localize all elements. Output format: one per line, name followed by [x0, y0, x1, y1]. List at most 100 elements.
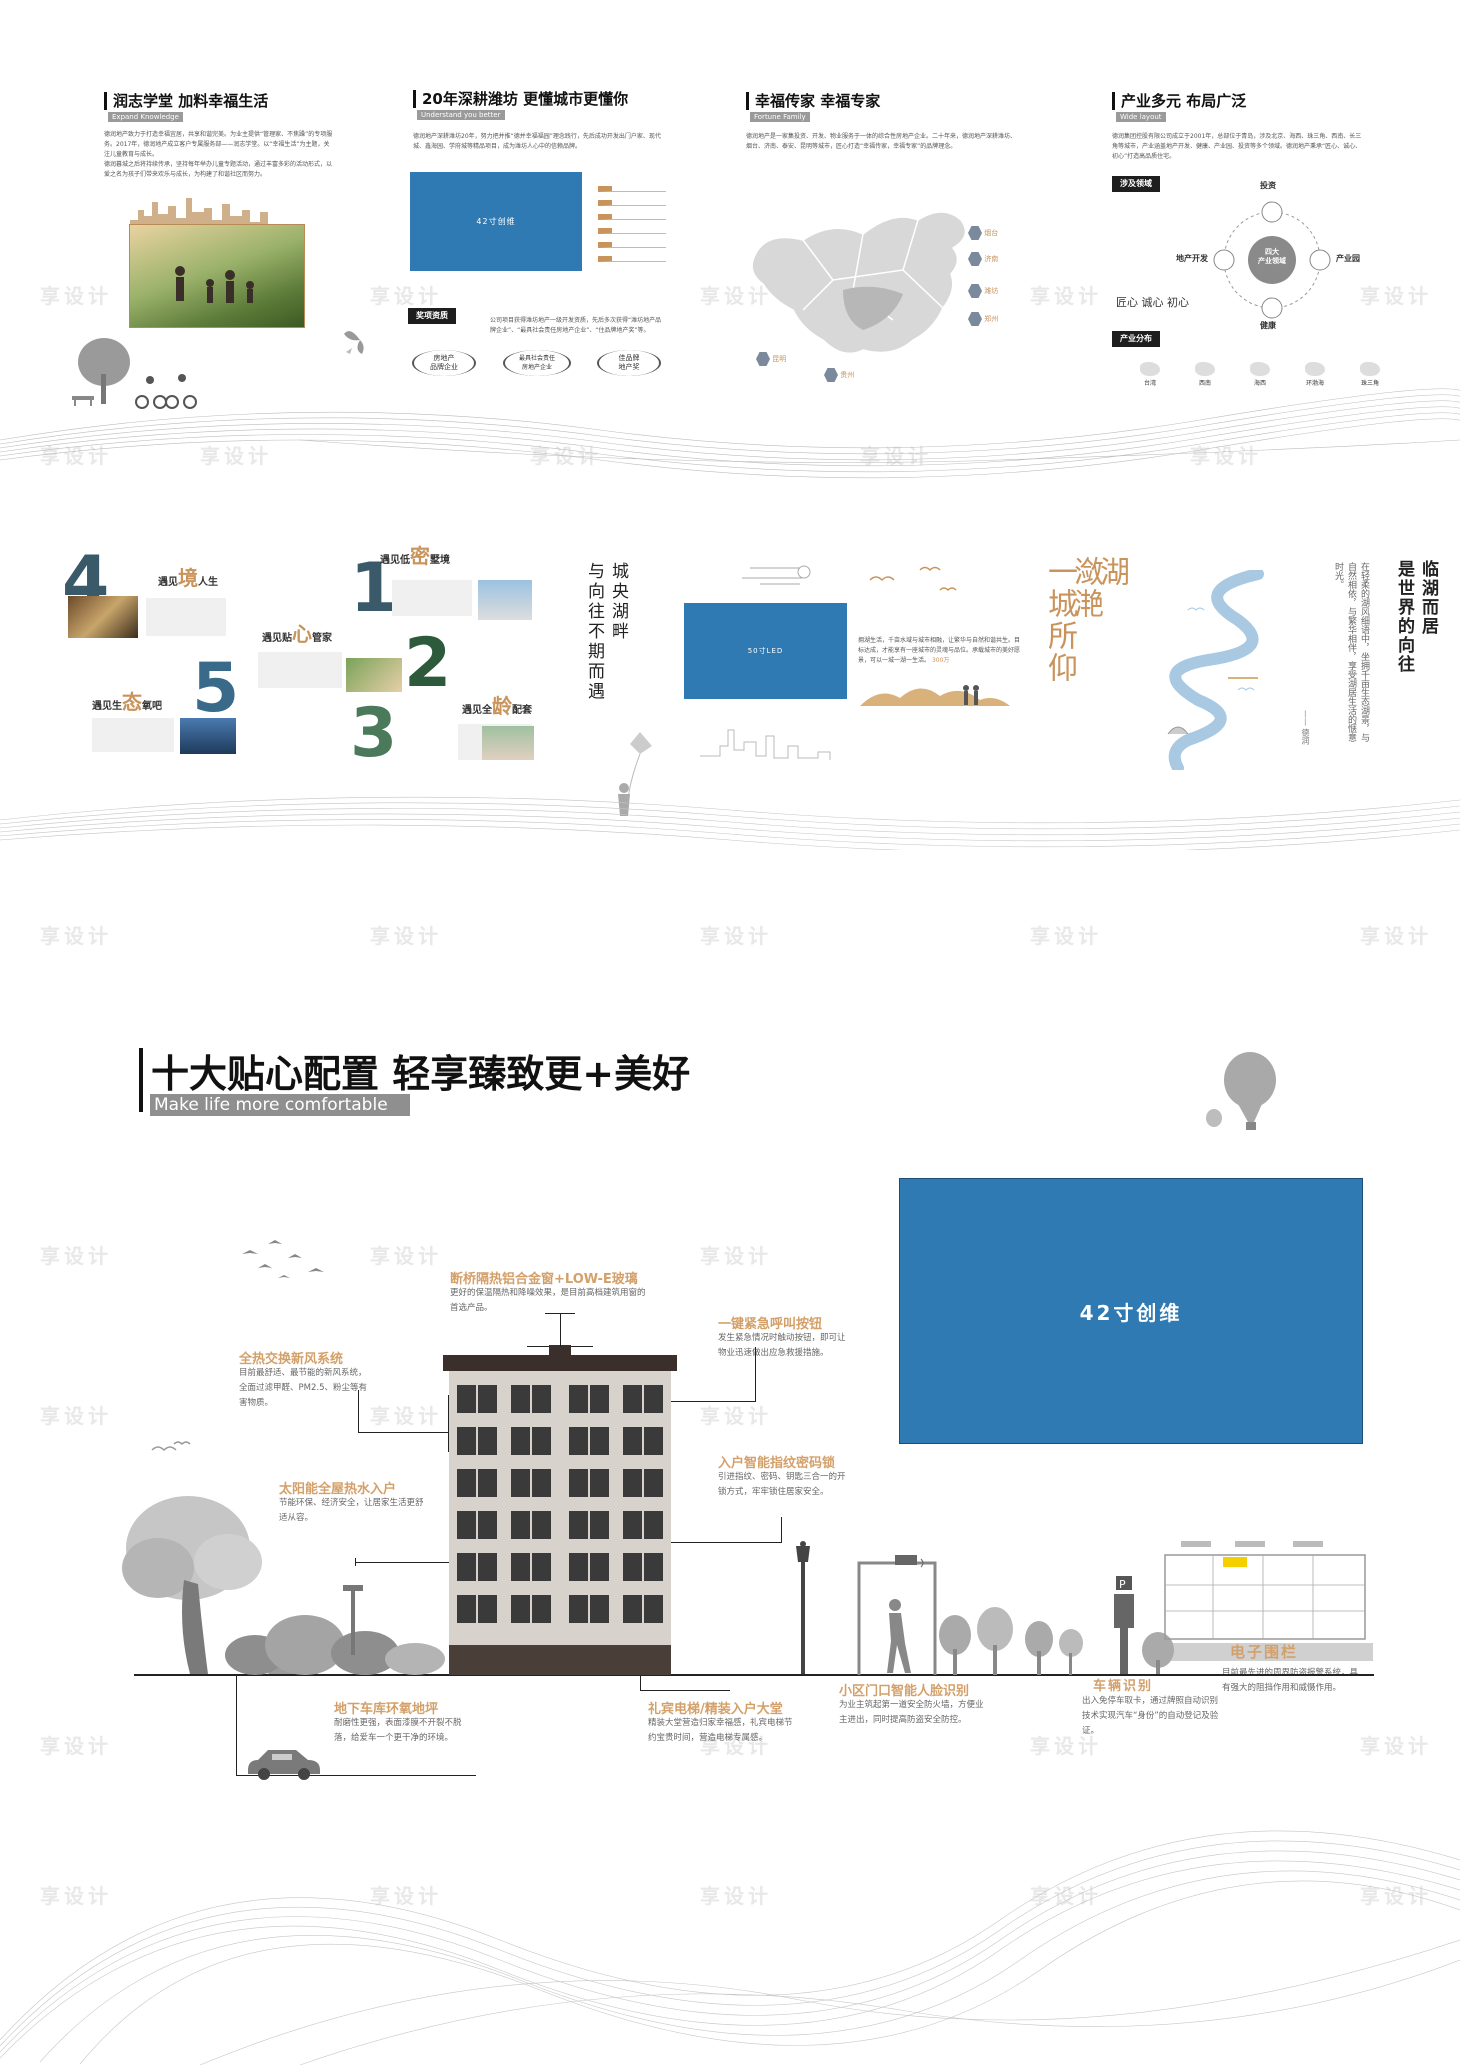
feature-3-title: 全热交换新风系统	[239, 1352, 344, 1367]
watermark: 享设计	[370, 1884, 442, 1908]
feature-1-title: 断桥隔热铝合金窗+LOW-E玻璃	[450, 1272, 638, 1287]
meet-mi: 遇见低密墅境	[380, 544, 450, 568]
cloud-pattern-icon	[742, 565, 811, 585]
car-icon	[248, 1750, 320, 1780]
panel2-subtitle: Understand you better	[417, 110, 505, 120]
wave-divider-2	[0, 796, 1460, 850]
meet-jing: 遇见境人生	[158, 566, 218, 590]
watermark: 享设计	[40, 284, 112, 308]
vertical-body-3: 在轻柔的湖风细语中，坐拥千亩生态湖景，与自然相依，与繁华相伴，享受湖居生活的惬意…	[1333, 562, 1369, 742]
photo-interior	[68, 596, 138, 638]
number-2: 2	[404, 624, 452, 703]
field-park: 产业园	[1336, 254, 1360, 263]
svg-text:P: P	[1119, 1578, 1126, 1591]
watermark: 享设计	[1030, 1734, 1102, 1758]
industry-ring-diagram	[1213, 201, 1331, 319]
number-5: 5	[192, 649, 240, 728]
feature-5-title: 太阳能全屋热水入户	[279, 1482, 397, 1497]
panel2-milestones	[598, 186, 666, 262]
award-tag: 奖项资质	[408, 308, 456, 324]
panel1-body-1: 德润地产致力于打造幸福宜居，共享和谐完美。为业主提供“管理家、不焦躁”的专项服务…	[104, 131, 333, 158]
text-box-tai	[92, 718, 174, 752]
connector-line	[448, 1395, 449, 1452]
panel3-body: 德润地产是一家集投资、开发、物业服务于一体的综合性房地产企业。二十年来，德润地产…	[746, 133, 1017, 150]
fields-tag: 涉及领域	[1112, 176, 1160, 192]
region-taiwan: 台湾	[1140, 362, 1160, 387]
region-xinan: 西南	[1195, 362, 1215, 387]
connector-line	[781, 1517, 782, 1543]
tree-illustration	[122, 1496, 318, 1674]
main-subtitle: Make life more comfortable	[150, 1094, 410, 1116]
field-invest: 投资	[1260, 181, 1276, 190]
award-badge-2: 最具社会责任 房地产企业	[503, 350, 571, 376]
watermark: 享设计	[40, 1734, 112, 1758]
vertical-title-3: 临湖而居 是世界的向往	[1394, 560, 1438, 674]
region-list: 台湾 西南 海西 环渤海 珠三角	[1140, 362, 1380, 387]
watermark: 享设计	[40, 924, 112, 948]
trees-row-icon	[939, 1607, 1083, 1675]
feature-5-desc: 节能环保、经济安全，让居家生活更舒适从容。	[279, 1498, 424, 1523]
watermark: 享设计	[200, 444, 272, 468]
panel4-body: 德润集团控股有限公司成立于2001年，总部位于青岛，涉及北京、海西、珠三角、西南…	[1112, 133, 1362, 160]
panel1-title: 润志学堂 加料幸福生活	[104, 92, 268, 110]
main-screen-placeholder: 42寸创维	[899, 1178, 1363, 1444]
watermark: 享设计	[370, 1244, 442, 1268]
china-map	[751, 211, 967, 355]
vertical-sign-3: —— 德润	[1301, 710, 1310, 745]
panel2-screen-placeholder: 42寸创维	[410, 172, 582, 271]
title-bar	[139, 1048, 143, 1112]
watermark: 享设计	[40, 1884, 112, 1908]
meet-tai: 遇见生态氧吧	[92, 690, 162, 714]
wave-divider-1	[0, 388, 1460, 479]
watermark: 享设计	[700, 1404, 772, 1428]
panel4-subtitle: Wide layout	[1116, 112, 1166, 122]
feature-4-desc: 引进指纹、密码、钥匙三合一的开锁方式，牢牢锁住居家安全。	[718, 1472, 846, 1497]
feature-3-desc: 目前最舒适、最节能的新风系统，全面过滤甲醛、PM2.5、粉尘等有害物质。	[239, 1368, 367, 1408]
field-health: 健康	[1260, 321, 1276, 330]
watermark: 享设计	[700, 1244, 772, 1268]
feature-7-desc: 精装大堂营造归家幸福感，礼宾电梯节约宝贵时间，营造电梯专属感。	[648, 1718, 793, 1743]
meet-xin: 遇见贴心管家	[262, 622, 332, 646]
city-label-kunming: 昆明	[756, 352, 786, 366]
electronic-fence-icon	[1164, 1541, 1366, 1640]
watermark: 享设计	[1030, 924, 1102, 948]
face-recognition-gate-icon	[857, 1555, 937, 1675]
building-illustration	[443, 1345, 677, 1675]
panel2-title: 20年深耕潍坊 更懂城市更懂你	[413, 90, 628, 108]
panel1-subtitle: Expand Knowledge	[108, 112, 183, 122]
watermark: 享设计	[700, 284, 772, 308]
city-label-weifang: 潍坊	[968, 284, 998, 298]
feature-6-desc: 耐磨性更强，表面漆膜不开裂不脱落，给爱车一个更干净的环境。	[334, 1718, 462, 1743]
watermark: 享设计	[1030, 284, 1102, 308]
wave-divider-3	[0, 1830, 1460, 2065]
watermark: 享设计	[700, 1884, 772, 1908]
field-realestate: 地产开发	[1176, 254, 1208, 263]
main-title: 十大贴心配置 轻享臻致更+美好	[151, 1052, 691, 1096]
city-sketch-icon	[700, 729, 831, 760]
photo-building-2	[482, 726, 534, 760]
feature-2-desc: 发生紧急情况时触动按钮，即可让物业迅速做出应急救援措施。	[718, 1333, 846, 1358]
watermark: 享设计	[1360, 924, 1432, 948]
kite-girl-icon	[618, 732, 652, 816]
panel3-subtitle: Fortune Family	[750, 112, 810, 122]
watermark: 享设计	[370, 284, 442, 308]
feature-9-title: 车辆识别	[1093, 1679, 1154, 1694]
city-skyline-icon	[130, 198, 268, 232]
connector-line	[236, 1674, 237, 1776]
award-badge-3: 佳品牌 地产奖	[597, 350, 661, 376]
watermark: 享设计	[40, 1404, 112, 1428]
hot-air-balloon-icon	[1206, 1052, 1276, 1130]
meet-ling: 遇见全龄配套	[462, 694, 532, 718]
connector-line	[355, 1562, 452, 1563]
regions-tag: 产业分布	[1112, 331, 1160, 347]
birds-small-icon	[151, 1441, 191, 1452]
number-1: 1	[350, 549, 398, 628]
row2-screen-placeholder: 50寸LED	[684, 603, 847, 699]
award-badge-1: 房地产 品牌企业	[412, 350, 476, 376]
watermark: 享设计	[40, 444, 112, 468]
number-3: 3	[350, 694, 398, 773]
photo-lake	[180, 718, 236, 754]
connector-line	[358, 1432, 450, 1433]
feature-10-title: 电子围栏	[1155, 1643, 1373, 1661]
feature-8-title: 小区门口智能人脸识别	[839, 1684, 970, 1699]
